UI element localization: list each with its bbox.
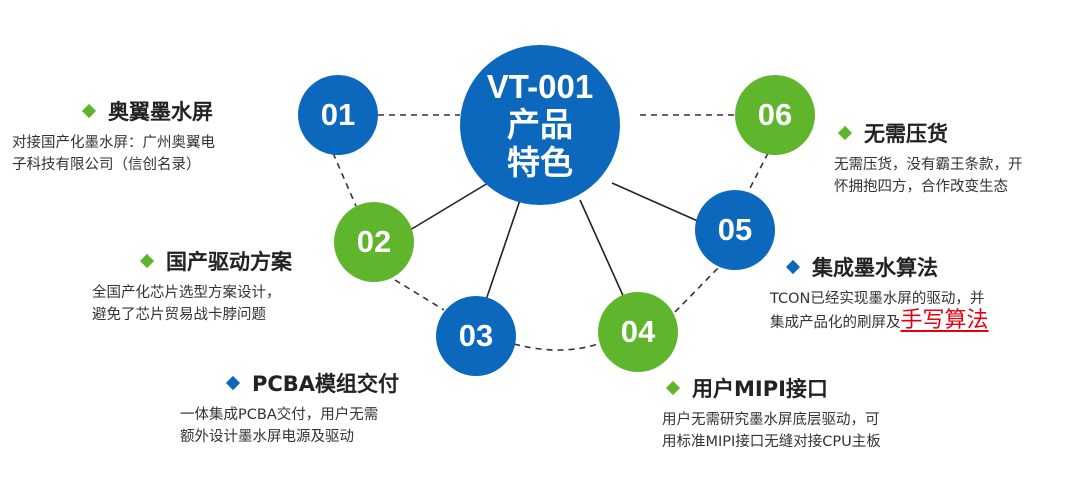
feature-06: 无需压货 无需压货，没有霸王条款，开 怀拥抱四方，合作改变生态 (834, 118, 1023, 198)
feature-06-title: 无需压货 (864, 122, 948, 146)
feature-05-title: 集成墨水算法 (812, 256, 938, 280)
feature-05-desc-line-1: TCON已经实现墨水屏的驱动，并 (770, 291, 985, 307)
feature-01-desc-line-1: 对接国产化墨水屏：广州奥翼电 (12, 135, 215, 151)
node-02-label: 02 (356, 224, 392, 259)
node-06: 06 (735, 75, 815, 155)
feature-01-desc-line-2: 子科技有限公司（信创名录） (12, 157, 201, 173)
feature-01: 奥翼墨水屏 对接国产化墨水屏：广州奥翼电 子科技有限公司（信创名录） (12, 96, 215, 176)
feature-02-title: 国产驱动方案 (166, 250, 292, 274)
node-04: 04 (598, 292, 678, 372)
dash-04-05 (674, 267, 719, 313)
feature-03-desc-line-2: 额外设计墨水屏电源及驱动 (180, 429, 354, 445)
node-03-label: 03 (458, 318, 494, 353)
spoke-03 (485, 199, 521, 301)
spoke-05 (611, 182, 701, 223)
node-04-label: 04 (620, 314, 656, 349)
diamond-bullet-icon (81, 103, 97, 119)
feature-03-desc-line-1: 一体集成PCBA交付，用户无需 (180, 407, 379, 423)
dash-01-02 (332, 152, 357, 207)
node-03: 03 (436, 296, 516, 376)
node-06-label: 06 (757, 97, 793, 132)
diamond-bullet-icon (665, 380, 681, 396)
feature-02-desc-line-1: 全国产化芯片选型方案设计， (92, 285, 281, 301)
feature-04: 用户MIPI接口 用户无需研究墨水屏底层驱动，可 用标准MIPI接口无缝对接CP… (662, 373, 881, 453)
feature-05-desc-line-2: 集成产品化的刷屏及 (770, 315, 901, 331)
spoke-02 (409, 182, 489, 231)
feature-04-desc-line-2: 用标准MIPI接口无缝对接CPU主板 (662, 434, 881, 450)
dash-06-05 (745, 152, 769, 197)
diamond-bullet-icon (225, 375, 241, 391)
feature-02: 国产驱动方案 全国产化芯片选型方案设计， 避免了芯片贸易战卡脖问题 (92, 246, 292, 326)
feature-05-highlight: 手写算法 (900, 308, 989, 333)
diamond-bullet-icon (785, 259, 801, 275)
node-02: 02 (334, 202, 414, 282)
feature-05: 集成墨水算法 TCON已经实现墨水屏的驱动，并 集成产品化的刷屏及手写算法 (770, 252, 989, 334)
node-05: 05 (695, 190, 775, 270)
feature-02-desc-line-2: 避免了芯片贸易战卡脖问题 (92, 307, 266, 323)
feature-06-desc-line-1: 无需压货，没有霸王条款，开 (834, 157, 1023, 173)
node-01-label: 01 (320, 97, 356, 132)
feature-04-title: 用户MIPI接口 (692, 377, 828, 401)
node-05-label: 05 (717, 212, 753, 247)
center-line-3: 特色 (507, 144, 573, 181)
center-circle: VT-001 产品 特色 (460, 45, 620, 205)
center-line-1: VT-001 (486, 68, 594, 105)
diamond-bullet-icon (837, 125, 853, 141)
diamond-bullet-icon (139, 253, 155, 269)
feature-06-desc-line-2: 怀拥抱四方，合作改变生态 (834, 179, 1008, 195)
feature-03-title: PCBA模组交付 (252, 372, 400, 396)
feature-01-title: 奥翼墨水屏 (108, 100, 213, 124)
center-line-2: 产品 (507, 106, 573, 143)
feature-04-desc-line-1: 用户无需研究墨水屏底层驱动，可 (662, 412, 880, 428)
dash-02-03 (394, 279, 445, 311)
dash-03-04 (513, 343, 599, 351)
feature-03: PCBA模组交付 一体集成PCBA交付，用户无需 额外设计墨水屏电源及驱动 (180, 368, 399, 448)
node-01: 01 (298, 75, 378, 155)
spoke-04 (579, 199, 626, 301)
